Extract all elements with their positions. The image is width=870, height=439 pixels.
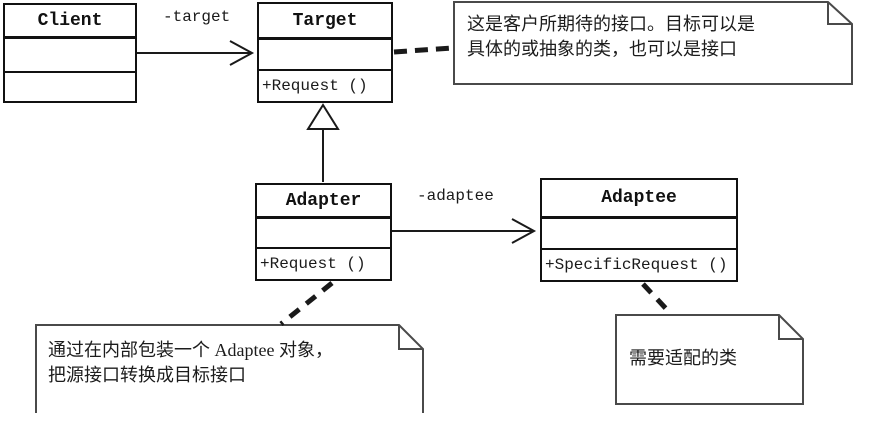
- target-role-label: -target: [163, 8, 231, 26]
- adapter-note-connector: [279, 281, 334, 326]
- adapter-adaptee-association-arrow: [392, 218, 537, 244]
- class-target-name: Target: [259, 4, 391, 40]
- class-box-adaptee: Adaptee +SpecificRequest (): [540, 178, 738, 282]
- adapter-note-line1: 通过在内部包装一个 Adaptee 对象，: [48, 340, 333, 360]
- adaptee-note-line1: 需要适配的类: [629, 348, 737, 368]
- class-target-method: +Request (): [262, 77, 368, 95]
- class-adapter-method: +Request (): [260, 255, 366, 273]
- client-target-association-arrow: [137, 40, 255, 66]
- target-note-line1: 这是客户所期待的接口。目标可以是: [467, 14, 755, 34]
- class-client-attributes-compartment: [5, 39, 135, 73]
- adapter-note-line2: 把源接口转换成目标接口: [48, 365, 246, 385]
- target-note-text: 这是客户所期待的接口。目标可以是 具体的或抽象的类，也可以是接口: [467, 12, 755, 62]
- class-adaptee-name: Adaptee: [542, 180, 736, 219]
- adapter-target-generalization-arrow: [306, 103, 340, 182]
- target-note-shape: [453, 1, 853, 85]
- class-client-methods-compartment: [5, 73, 135, 101]
- adaptee-note-shape: [615, 314, 804, 405]
- class-client-name: Client: [5, 5, 135, 39]
- class-target-attributes-compartment: [259, 40, 391, 71]
- adapter-note-shape: [35, 324, 424, 413]
- class-box-client: Client: [3, 3, 137, 103]
- adapter-note-text: 通过在内部包装一个 Adaptee 对象， 把源接口转换成目标接口: [48, 338, 333, 388]
- class-adapter-attributes-compartment: [257, 219, 390, 249]
- class-box-adapter: Adapter +Request (): [255, 183, 392, 281]
- adaptee-role-label: -adaptee: [417, 187, 494, 205]
- adaptee-note-connector: [641, 282, 673, 316]
- class-adapter-name: Adapter: [257, 185, 390, 219]
- class-adaptee-method: +SpecificRequest (): [545, 256, 728, 274]
- target-note-connector: [393, 45, 453, 55]
- target-note-line2: 具体的或抽象的类，也可以是接口: [467, 39, 737, 59]
- adaptee-note-text: 需要适配的类: [629, 346, 737, 371]
- class-adaptee-attributes-compartment: [542, 219, 736, 250]
- class-box-target: Target +Request (): [257, 2, 393, 103]
